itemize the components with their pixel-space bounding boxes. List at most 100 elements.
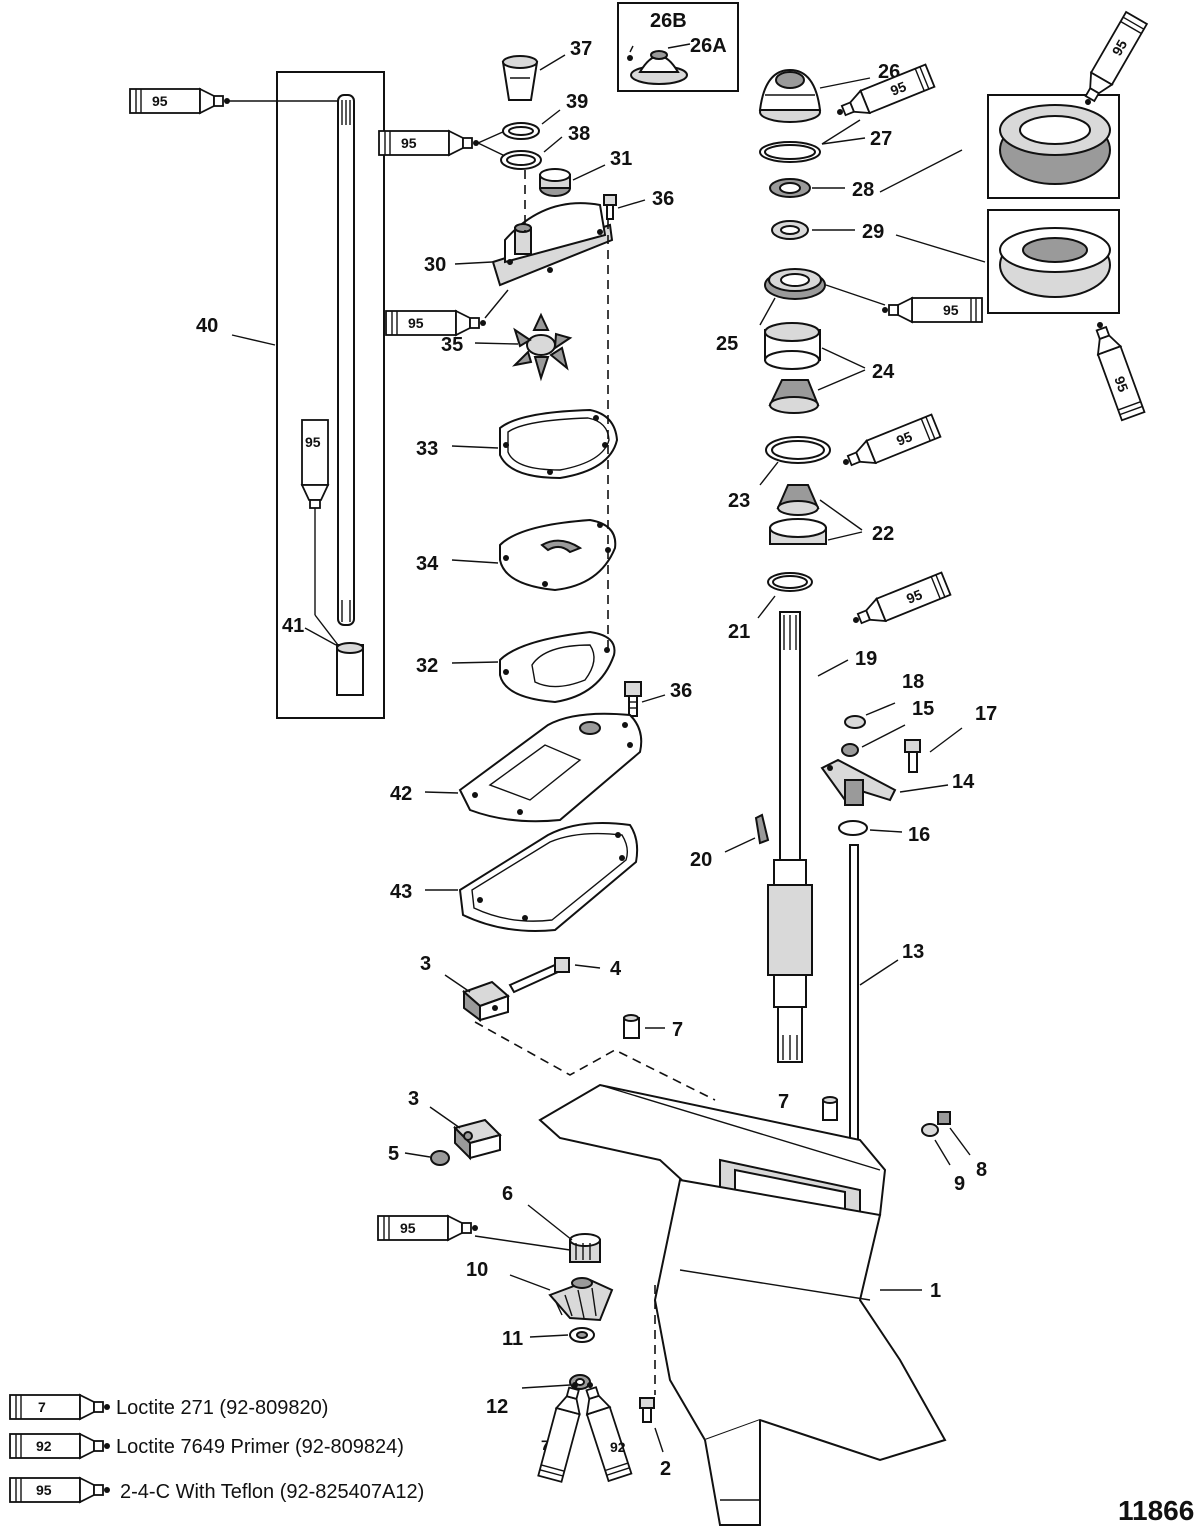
callout-7-lower: 7 — [778, 1091, 789, 1113]
part-9-washer — [921, 1123, 939, 1137]
callout-23: 23 — [728, 490, 750, 512]
legend-text: Loctite 271 (92-809820) — [116, 1397, 328, 1419]
svg-text:95: 95 — [1111, 374, 1131, 394]
part-20-key — [754, 813, 770, 845]
callout-34: 34 — [416, 553, 439, 575]
callout-16: 16 — [908, 824, 930, 846]
callout-28: 28 — [852, 179, 874, 201]
part-32-gasket — [499, 630, 616, 704]
lubricant-tube-95: 95 — [385, 310, 487, 336]
part-37-grommet — [501, 55, 539, 101]
part-13-shift-shaft — [849, 844, 859, 1146]
part-26-water-tube-seal-inset — [627, 43, 691, 85]
svg-text:95: 95 — [401, 135, 417, 151]
callout-17: 17 — [975, 703, 997, 725]
callout-43: 43 — [390, 881, 412, 903]
lubricant-tube-95: 95 — [1086, 317, 1146, 422]
part-30-water-pump-body — [491, 202, 614, 287]
svg-text:95: 95 — [894, 428, 915, 449]
callout-15: 15 — [912, 698, 934, 720]
legend-text: 2-4-C With Teflon (92-825407A12) — [120, 1481, 424, 1503]
legend-text: Loctite 7649 Primer (92-809824) — [116, 1436, 404, 1458]
part-42-water-pump-base — [458, 712, 643, 823]
callout-35: 35 — [441, 334, 463, 356]
callout-40: 40 — [196, 315, 218, 337]
part-5-nut — [430, 1150, 450, 1166]
legend-item-loctite-271: 7 Loctite 271 (92-809820) — [9, 1394, 328, 1420]
svg-text:95: 95 — [943, 302, 959, 318]
callout-30: 30 — [424, 254, 446, 276]
lubricant-tube-95: 95 — [831, 63, 936, 126]
callout-33: 33 — [416, 438, 438, 460]
callout-9: 9 — [954, 1173, 965, 1195]
lubricant-tube-95: 95 — [129, 88, 231, 114]
part-17-screw — [904, 739, 921, 773]
callout-29: 29 — [862, 221, 884, 243]
callout-5: 5 — [388, 1143, 399, 1165]
part-24-bearing-cup — [764, 322, 821, 370]
part-25-bearing-retainer — [764, 268, 826, 300]
callout-4: 4 — [610, 958, 622, 980]
part-2-screw — [639, 1397, 655, 1423]
callout-37: 37 — [570, 38, 592, 60]
part-10-pinion-gear — [548, 1277, 614, 1322]
legend-code: 92 — [36, 1438, 52, 1454]
callout-14: 14 — [952, 771, 975, 793]
callout-2: 2 — [660, 1458, 671, 1480]
part-15-nut — [841, 743, 859, 757]
svg-text:95: 95 — [305, 434, 321, 450]
callout-27: 27 — [870, 128, 892, 150]
callout-12: 12 — [486, 1396, 508, 1418]
part-43-gasket — [458, 821, 639, 932]
part-3-anode-lower — [453, 1118, 502, 1161]
svg-text:95: 95 — [1109, 37, 1131, 59]
lubricant-tube-95: 95 — [378, 130, 480, 156]
callout-7-upper: 7 — [672, 1019, 683, 1041]
part-34-face-plate — [499, 518, 617, 592]
callout-31: 31 — [610, 148, 632, 170]
part-19-driveshaft — [767, 611, 813, 1063]
callout-32: 32 — [416, 655, 438, 677]
svg-text:95: 95 — [152, 93, 168, 109]
part-14-shift-shaft-bushing — [820, 758, 897, 806]
callout-3-lower: 3 — [408, 1088, 419, 1110]
part-29-detail — [999, 227, 1111, 298]
figure-number: 11866 — [1118, 1495, 1194, 1526]
callout-36-upper: 36 — [652, 188, 674, 210]
svg-text:92: 92 — [610, 1439, 626, 1455]
inset-label-26b: 26B — [650, 10, 687, 32]
svg-text:7: 7 — [541, 1437, 549, 1453]
part-18-washer — [844, 715, 866, 729]
lubricant-tube-7 — [537, 1378, 589, 1483]
legend-item-2-4-c-teflon: 95 2-4-C With Teflon (92-825407A12) — [9, 1477, 424, 1503]
callout-41: 41 — [282, 615, 304, 637]
lubricant-tube-95: 95 — [377, 1215, 479, 1241]
part-28-detail — [999, 104, 1111, 185]
callout-8: 8 — [976, 1159, 987, 1181]
callout-18: 18 — [902, 671, 924, 693]
detail-box-29 — [987, 209, 1120, 314]
callout-24: 24 — [872, 361, 895, 383]
part-29-oil-seal — [771, 220, 809, 240]
part-28-oil-seal — [769, 178, 811, 198]
callout-39: 39 — [566, 91, 588, 113]
legend: 7 Loctite 271 (92-809820) 92 Loctite 764… — [9, 1394, 424, 1503]
part-36-screw-upper — [603, 194, 617, 220]
part-41-bushing — [336, 642, 364, 696]
lubricant-tube-95: 95 — [837, 413, 942, 476]
callout-3-upper: 3 — [420, 953, 431, 975]
callout-11: 11 — [502, 1328, 523, 1350]
driveshaft-kit-box — [276, 71, 385, 719]
inset-label-26a: 26A — [690, 35, 727, 57]
callout-6: 6 — [502, 1183, 513, 1205]
lubricant-tube-95: 95 — [300, 419, 339, 646]
part-1-gear-housing — [538, 1083, 947, 1526]
lubricant-tube-95: 95 — [847, 571, 952, 634]
legend-code: 7 — [38, 1399, 46, 1415]
svg-text:95: 95 — [400, 1220, 416, 1236]
callout-19: 19 — [855, 648, 877, 670]
part-22-bearing-cup — [769, 518, 827, 545]
callout-22: 22 — [872, 523, 894, 545]
callout-1: 1 — [930, 1280, 941, 1302]
